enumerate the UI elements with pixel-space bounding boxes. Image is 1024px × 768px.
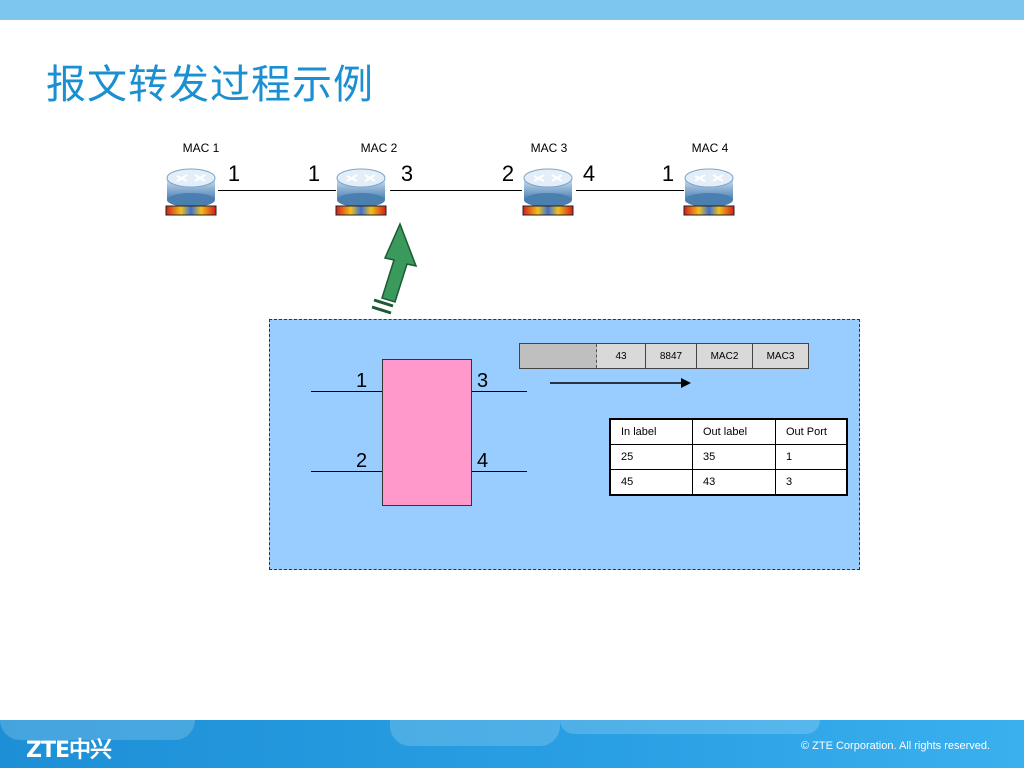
copyright-text: © ZTE Corporation. All rights reserved. — [801, 740, 991, 752]
zoom-arrow-icon — [371, 222, 418, 315]
link-3-4 — [576, 190, 684, 191]
table-row: 25 35 1 — [609, 444, 848, 470]
table-cell: 3 — [775, 469, 848, 496]
switch-fabric-box — [382, 359, 472, 506]
port-label-r3-left: 2 — [501, 161, 515, 186]
router-icon-3 — [522, 168, 574, 216]
mpls-packet: 43 8847 MAC2 MAC3 — [519, 343, 809, 369]
slide-title: 报文转发过程示例 — [46, 62, 374, 108]
table-header-cell: Out Port — [775, 418, 848, 445]
direction-arrow-icon — [550, 378, 691, 388]
port-stub-4 — [470, 471, 527, 472]
port-stub-1 — [311, 391, 382, 392]
switch-port-4: 4 — [477, 450, 489, 472]
port-label-r3-right: 4 — [582, 161, 596, 186]
table-header-row: In label Out label Out Port — [609, 418, 848, 445]
table-row: 45 43 3 — [609, 469, 848, 496]
table-header-cell: Out label — [692, 418, 776, 445]
router-icon-2 — [335, 168, 387, 216]
mac-label-1: MAC 1 — [182, 141, 220, 155]
table-cell: 45 — [609, 469, 693, 496]
table-cell: 25 — [609, 444, 693, 470]
switch-port-1: 1 — [356, 370, 368, 392]
port-label-r1-right: 1 — [227, 161, 241, 186]
packet-src-mac: MAC2 — [696, 344, 752, 368]
footer-bar — [0, 720, 1024, 768]
port-label-r4-left: 1 — [661, 161, 675, 186]
link-1-2 — [218, 190, 336, 191]
packet-ethertype: 8847 — [645, 344, 696, 368]
port-stub-3 — [470, 391, 527, 392]
port-label-r2-left: 1 — [307, 161, 321, 186]
table-header-cell: In label — [609, 418, 693, 445]
mac-label-2: MAC 2 — [360, 141, 398, 155]
switch-port-2: 2 — [356, 450, 368, 472]
zte-logo: ZTE中兴 — [26, 738, 112, 763]
link-2-3 — [390, 190, 522, 191]
top-bar — [0, 0, 1024, 20]
packet-payload — [520, 344, 597, 368]
label-forwarding-table: In label Out label Out Port 25 35 1 45 4… — [609, 418, 848, 496]
packet-label: 43 — [597, 344, 645, 368]
packet-dst-mac: MAC3 — [752, 344, 808, 368]
table-cell: 35 — [692, 444, 776, 470]
port-label-r2-right: 3 — [400, 161, 414, 186]
router-icon-1 — [165, 168, 217, 216]
router-icon-4 — [683, 168, 735, 216]
port-stub-2 — [311, 471, 382, 472]
switch-port-3: 3 — [477, 370, 489, 392]
table-cell: 43 — [692, 469, 776, 496]
table-cell: 1 — [775, 444, 848, 470]
mac-label-4: MAC 4 — [691, 141, 729, 155]
mac-label-3: MAC 3 — [530, 141, 568, 155]
